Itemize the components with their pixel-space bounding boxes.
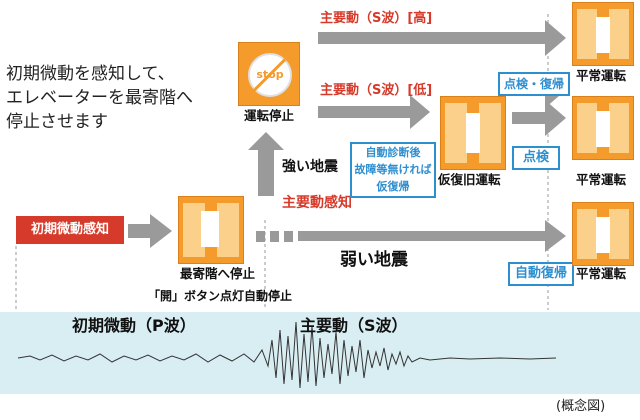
self-diag-line-3: 仮復帰 — [376, 180, 410, 193]
intro-line-2: エレベーターを最寄階へ — [6, 88, 193, 108]
stop-sign-icon: stop — [248, 53, 292, 97]
nearest-label-2: 「開」ボタン点灯自動停止 — [148, 289, 293, 303]
self-diagnosis-box: 自動診断後 故障等無ければ 仮復帰 — [350, 142, 436, 198]
operation-stop-panel: stop — [238, 42, 300, 106]
arrow-main-high — [318, 20, 566, 56]
normal-label-3: 平常運転 — [576, 266, 627, 281]
nearest-floor-panel — [178, 196, 244, 264]
self-diag-line-1: 自動診断後 — [365, 146, 421, 159]
arrow-weak-quake — [298, 220, 566, 252]
concept-note: (概念図) — [556, 399, 606, 414]
weak-quake-label: 弱い地震 — [340, 250, 408, 270]
operation-stop-label: 運転停止 — [244, 108, 295, 123]
normal-panel-2 — [572, 96, 634, 160]
seismic-strip — [0, 312, 640, 394]
s-wave-label: 主要動（S波） — [300, 316, 408, 335]
self-diag-line-2: 故障等無ければ — [354, 163, 432, 176]
arrow-initial-to-nearest — [128, 214, 172, 248]
arrow-up-operation-stop — [248, 132, 284, 196]
arrow-temp-to-normal — [512, 100, 566, 136]
main-detect-label: 主要動感知 — [282, 195, 352, 211]
temp-restore-panel — [440, 96, 506, 170]
p-wave-label: 初期微動（P波） — [72, 316, 196, 335]
person-icon-1 — [596, 17, 610, 53]
dash-1 — [256, 231, 265, 242]
arrow-main-low — [318, 95, 430, 129]
intro-line-1: 初期微動を感知して、 — [6, 64, 175, 84]
main-low-label: 主要動（S波）[低] — [320, 83, 433, 98]
normal-panel-3 — [572, 202, 634, 266]
dash-3 — [284, 231, 293, 242]
normal-label-1: 平常運転 — [576, 68, 627, 83]
intro-line-3: 停止させます — [6, 112, 108, 132]
person-icon-3 — [596, 217, 610, 253]
nearest-label-1: 最寄階へ停止 — [180, 266, 256, 281]
main-high-label: 主要動（S波）[高] — [320, 11, 433, 26]
inspect-restore-box: 点検・復帰 — [498, 72, 570, 96]
normal-panel-1 — [572, 2, 634, 66]
auto-restore-box: 自動復帰 — [508, 262, 574, 286]
person-icon — [466, 113, 480, 153]
person-icon-2 — [596, 111, 610, 147]
inspect-box: 点検 — [512, 146, 560, 170]
normal-label-2: 平常運転 — [576, 172, 627, 187]
dash-2 — [270, 231, 279, 242]
temp-restore-label: 仮復旧運転 — [438, 172, 501, 187]
seismic-waveform — [17, 321, 557, 389]
initial-detect-box: 初期微動感知 — [16, 216, 124, 244]
running-person-icon — [201, 211, 219, 247]
strong-quake-label: 強い地震 — [282, 159, 338, 175]
